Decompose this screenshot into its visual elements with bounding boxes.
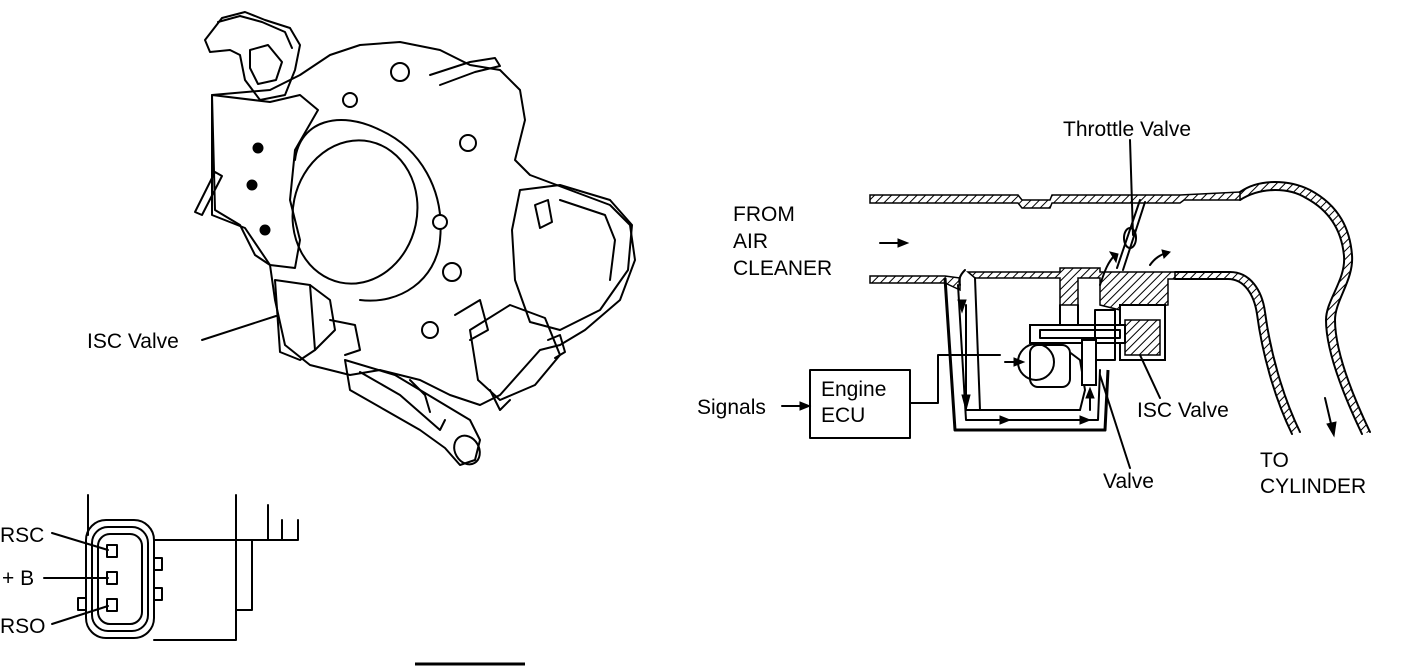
from-label-line-3: CLEANER: [733, 257, 832, 280]
pin-label-plus-b: + B: [2, 567, 34, 590]
isc-valve-leader-left: [201, 315, 277, 341]
ecu-label-line-2: ECU: [821, 404, 865, 427]
pin-label-rso: RSO: [0, 615, 46, 638]
valve-label: Valve: [1103, 470, 1154, 493]
signals-label: Signals: [697, 396, 766, 419]
throttle-body-illustration: [194, 11, 636, 466]
connector-illustration: [43, 494, 299, 641]
to-label-line-1: TO: [1260, 449, 1289, 472]
from-label-line-1: FROM: [733, 203, 795, 226]
pin-label-rsc: RSC: [0, 524, 44, 547]
to-label-line-2: CYLINDER: [1260, 475, 1366, 498]
isc-valve-label-left: ISC Valve: [87, 330, 179, 353]
throttle-valve-label: Throttle Valve: [1063, 118, 1191, 141]
ecu-label-line-1: Engine: [821, 378, 886, 401]
isc-valve-label-right: ISC Valve: [1137, 399, 1229, 422]
from-label-line-2: AIR: [733, 230, 768, 253]
air-flow-diagram: [781, 139, 1371, 469]
